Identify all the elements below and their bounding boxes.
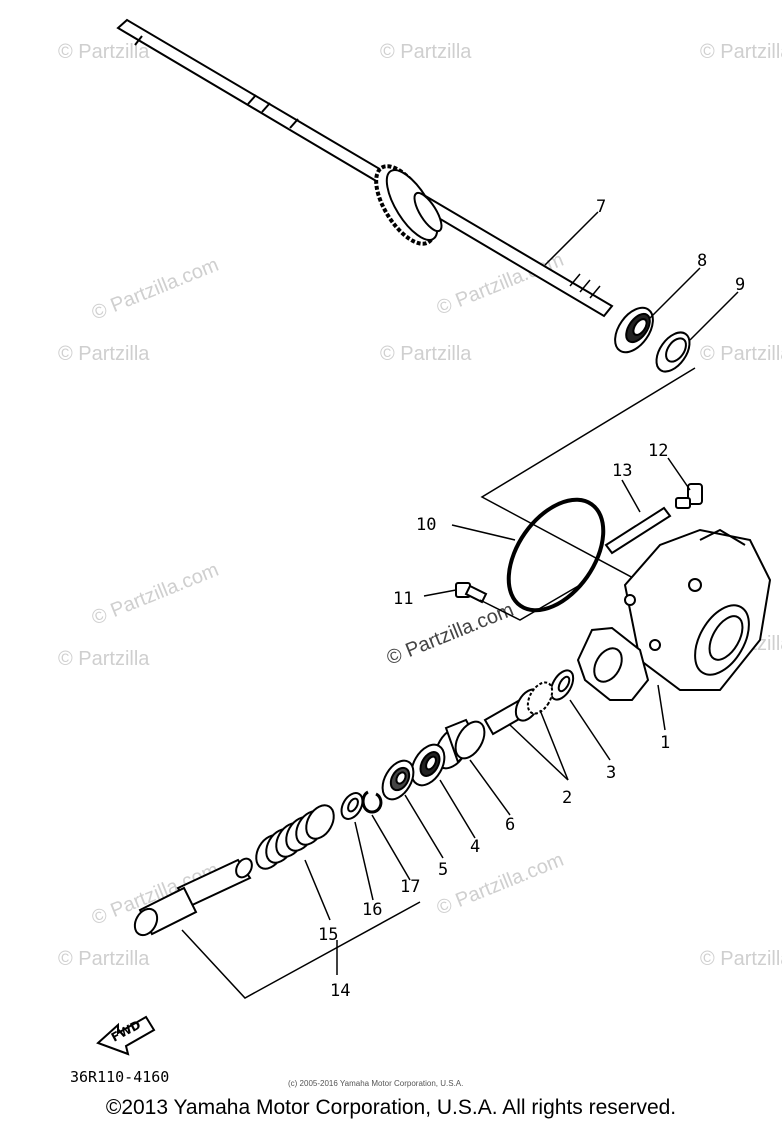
watermark: © Partzilla [380, 343, 472, 365]
housing-part-1 [623, 528, 772, 691]
small-copyright: (c) 2005-2016 Yamaha Motor Corporation, … [288, 1079, 463, 1088]
bearing-part-4 [410, 743, 446, 787]
washer-part-3 [549, 669, 575, 701]
callout-3: 3 [606, 763, 616, 783]
watermark: © Partzilla.com [434, 849, 567, 920]
spring-part-15 [255, 804, 335, 870]
washer-part-16 [340, 792, 364, 820]
diagram-code: 36R110-4160 [70, 1068, 169, 1086]
watermark-dark: © Partzilla.com [384, 599, 517, 670]
fwd-arrow-icon: FWD [96, 1015, 156, 1056]
seal-part-5 [381, 759, 415, 801]
watermark: © Partzilla [380, 41, 472, 63]
bearing-part-8 [614, 306, 654, 354]
callout-7: 7 [596, 197, 606, 217]
watermark: © Partzilla [58, 41, 150, 63]
seal-part-9 [655, 331, 691, 373]
fitting-part-12 [675, 483, 703, 509]
circlip-part-17 [361, 790, 383, 814]
copyright-notice: ©2013 Yamaha Motor Corporation, U.S.A. A… [105, 1096, 677, 1119]
gear-part-2 [483, 681, 554, 736]
shaft-part-7 [116, 18, 614, 318]
callout-6: 6 [505, 815, 515, 835]
callout-10: 10 [416, 515, 436, 535]
callout-1: 1 [660, 733, 670, 753]
watermark-layer: © Partzilla © Partzilla © Partzilla © Pa… [58, 41, 782, 970]
callout-17: 17 [400, 877, 420, 897]
callout-labels: 7 8 9 12 13 10 11 1 3 2 6 4 5 17 16 15 1… [318, 197, 745, 1001]
shaft-part-14 [133, 857, 253, 937]
callout-13: 13 [612, 461, 632, 481]
o-ring-part-10 [506, 497, 606, 613]
callout-8: 8 [697, 251, 707, 271]
watermark: © Partzilla.com [89, 559, 222, 630]
watermark: © Partzilla.com [89, 254, 222, 325]
callout-4: 4 [470, 837, 480, 857]
watermark: © Partzilla [700, 41, 782, 63]
watermark: © Partzilla [58, 948, 150, 970]
callout-11: 11 [393, 589, 413, 609]
callout-9: 9 [735, 275, 745, 295]
callout-2: 2 [562, 788, 572, 808]
watermark: © Partzilla [58, 648, 150, 670]
callout-15: 15 [318, 925, 338, 945]
bolt-part-11 [455, 582, 488, 604]
flange [576, 626, 650, 701]
pin-part-13 [604, 506, 672, 555]
callout-5: 5 [438, 860, 448, 880]
callout-14: 14 [330, 981, 350, 1001]
leader-lines [181, 211, 739, 999]
watermark: © Partzilla.com [434, 249, 567, 320]
watermark: © Partzilla [700, 343, 782, 365]
callout-12: 12 [648, 441, 668, 461]
callout-16: 16 [362, 900, 382, 920]
watermark: © Partzilla [58, 343, 150, 365]
watermark: © Partzilla [700, 948, 782, 970]
